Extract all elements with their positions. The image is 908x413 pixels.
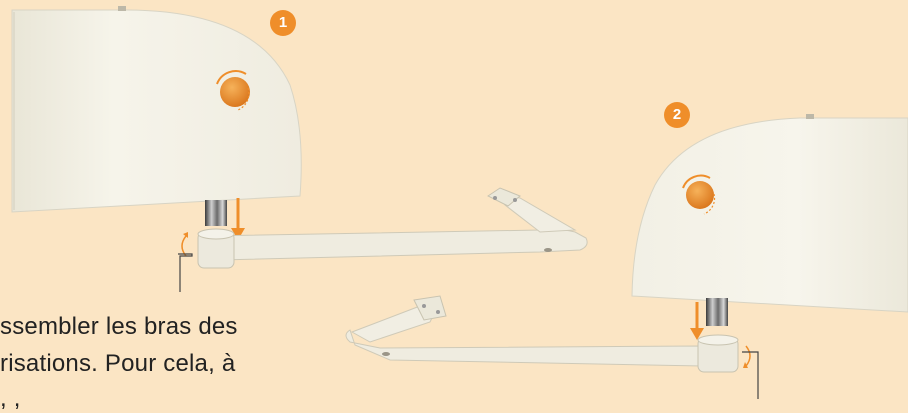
motor-1-shaft bbox=[205, 200, 227, 226]
step-2-badge: 2 bbox=[664, 102, 690, 128]
instruction-text-line-1: ssembler les bras des bbox=[0, 313, 238, 341]
rotate-arrow-icon bbox=[178, 232, 192, 292]
down-arrow-icon bbox=[690, 302, 704, 340]
motor-2-shaft bbox=[706, 298, 728, 326]
motor-unit-1 bbox=[12, 6, 301, 226]
motor-2-body bbox=[632, 118, 908, 312]
motor-unit-2 bbox=[632, 114, 908, 326]
rotate-arrow-icon bbox=[742, 346, 758, 399]
arm-2 bbox=[346, 296, 738, 372]
motor-1-body bbox=[12, 10, 301, 212]
step-1-badge: 1 bbox=[270, 10, 296, 36]
instruction-text-line-3: , , bbox=[0, 385, 21, 413]
instruction-text-line-2: risations. Pour cela, à bbox=[0, 350, 235, 378]
arm-1 bbox=[198, 188, 587, 268]
